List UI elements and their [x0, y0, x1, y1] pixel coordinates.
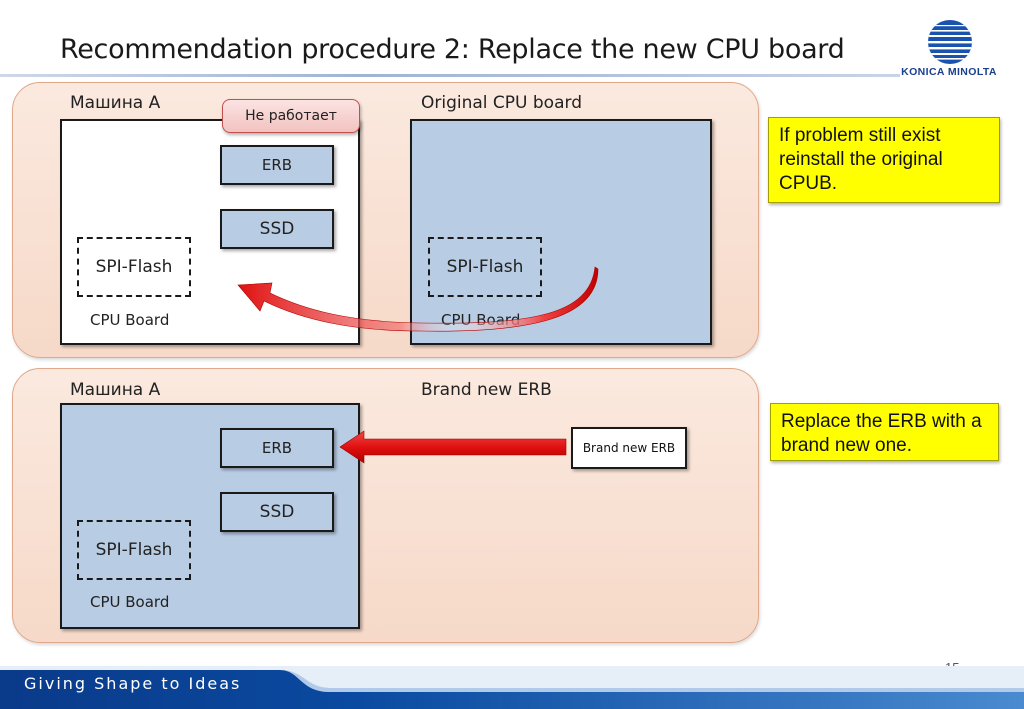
erb-module: ERB — [220, 145, 334, 185]
cpu-board-label: CPU Board — [90, 311, 170, 329]
step2-new-erb-label: Brand new ERB — [421, 380, 552, 400]
step1-note: If problem still exist reinstall the ori… — [768, 117, 1000, 203]
brand-new-erb-box: Brand new ERB — [571, 427, 687, 469]
transfer-arrow-curved — [237, 266, 599, 332]
step2-ssd-module: SSD — [220, 492, 334, 532]
slide-title: Recommendation procedure 2: Replace the … — [60, 34, 845, 65]
step2-spi-flash-chip: SPI-Flash — [77, 520, 191, 580]
step2-erb-module: ERB — [220, 428, 334, 468]
logo-wordmark: KONICA MINOLTA — [901, 66, 997, 78]
footer-tagline: Giving Shape to Ideas — [24, 674, 242, 693]
original-spi-flash-chip: SPI-Flash — [428, 237, 542, 297]
title-divider — [0, 74, 900, 77]
step2-note: Replace the ERB with a brand new one. — [770, 403, 999, 461]
original-cpu-board — [410, 119, 712, 345]
step2-cpu-board-label: CPU Board — [90, 593, 170, 611]
globe-logo-icon — [928, 20, 972, 64]
step2-machine-label: Машина А — [70, 380, 161, 400]
step1-machine-label: Машина А — [70, 93, 161, 113]
status-badge: Не работает — [222, 99, 360, 133]
footer-band — [0, 666, 1024, 709]
step1-original-board-label: Original CPU board — [421, 93, 582, 113]
replace-arrow-straight — [339, 430, 567, 464]
spi-flash-chip: SPI-Flash — [77, 237, 191, 297]
ssd-module: SSD — [220, 209, 334, 249]
